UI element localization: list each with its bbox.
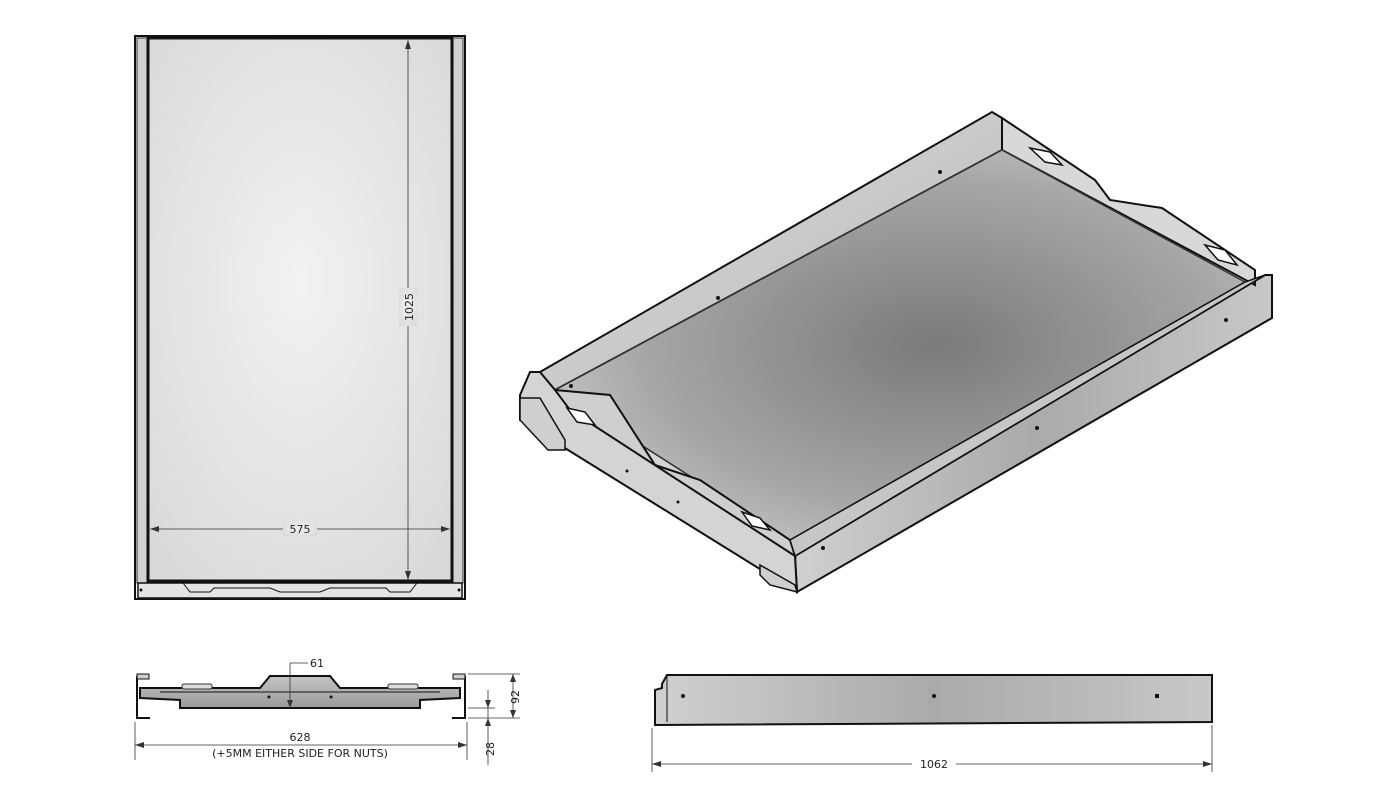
dim-label-28: 28 (484, 742, 497, 756)
iso-tray-front-wall (552, 388, 797, 559)
iso-hole-2 (716, 296, 720, 300)
front-view-left-flange (136, 673, 150, 680)
iso-rail-foot (759, 563, 799, 594)
dim-label-628: 628 (290, 731, 311, 744)
iso-hole-4 (1224, 318, 1228, 322)
iso-hole-3 (569, 384, 573, 388)
iso-handle-slot-4 (740, 510, 772, 532)
front-view-slot-left (181, 683, 213, 690)
iso-hole-1 (938, 170, 942, 174)
dim-label-bg-1062 (912, 757, 956, 771)
isometric-view (519, 110, 1273, 594)
top-view-bolt-left (139, 588, 143, 592)
iso-hole-8 (625, 469, 629, 473)
dim-label-61: 61 (310, 657, 324, 670)
iso-hole-6 (821, 546, 825, 550)
front-view-slot-right (387, 683, 419, 690)
front-view-right-channel (452, 676, 466, 719)
front-view-hole-2 (329, 695, 333, 699)
iso-tray-right-wall (789, 274, 1266, 558)
iso-rail-bracket (519, 397, 566, 451)
front-view-right-flange (452, 673, 466, 680)
side-view: 1062 (651, 674, 1213, 772)
side-view-hole-3 (1155, 694, 1159, 698)
dim-label-1062: 1062 (920, 758, 948, 771)
iso-handle-slot-1 (1027, 146, 1065, 167)
top-view-bolt-right (457, 588, 461, 592)
dim-arrow-61 (287, 700, 293, 708)
dim-label-1025: 1025 (403, 293, 416, 321)
side-view-hole-1 (681, 694, 685, 698)
front-view-hole-1 (267, 695, 271, 699)
top-view-right-rail (452, 37, 464, 584)
front-view-left-channel (136, 676, 150, 719)
top-view: 1025 575 (134, 35, 466, 600)
iso-hole-7 (676, 500, 680, 504)
iso-handle-slot-2 (1202, 243, 1240, 267)
dim-label-bg-1025 (399, 288, 417, 326)
dim-label-bg-575 (283, 521, 317, 536)
top-view-handle-cutouts (182, 582, 418, 593)
dim-note-bg-628 (196, 746, 404, 760)
dim-label-575: 575 (290, 523, 311, 536)
iso-hole-5 (1035, 426, 1039, 430)
side-view-rail (654, 674, 1213, 727)
iso-handle-slot-3 (565, 406, 597, 427)
top-view-front-lip (137, 582, 463, 599)
dim-note-628: (+5MM EITHER SIDE FOR NUTS) (212, 747, 388, 760)
dim-label-92: 92 (509, 690, 522, 704)
side-view-hole-2 (932, 694, 936, 698)
top-view-left-rail (136, 37, 148, 584)
front-view: 61 92 28 628 (+5MM EITHER SIDE FOR NUTS) (134, 657, 522, 765)
dim-arrows-28 (485, 700, 491, 726)
